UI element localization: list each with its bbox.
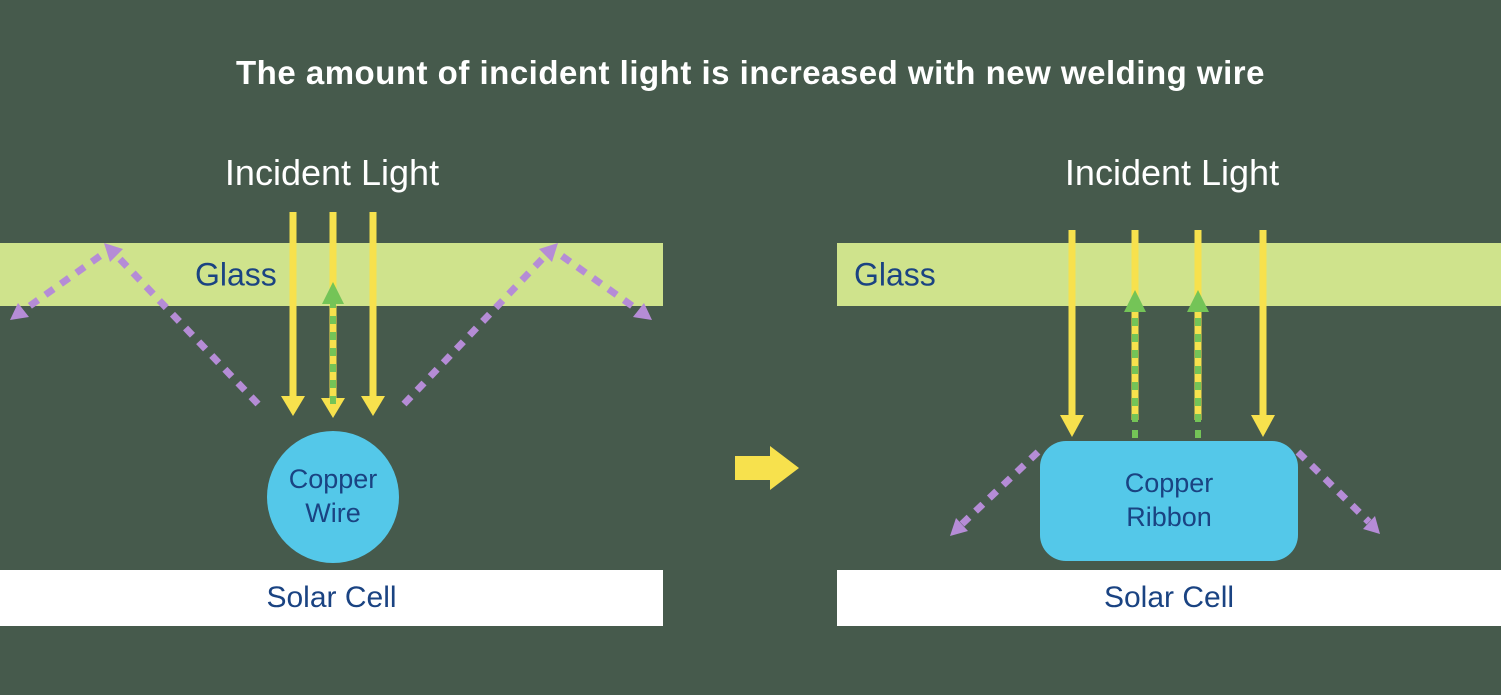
yellow-arrowhead-icon (321, 398, 345, 418)
solar-cell-label-left: Solar Cell (266, 581, 397, 614)
yellow-arrowhead-icon (1060, 415, 1084, 437)
copper-wire-label-line2: Wire (305, 498, 361, 528)
copper-ribbon-shape: Copper Ribbon (1040, 441, 1298, 561)
purple-arrowhead-icon (950, 518, 968, 536)
solar-cell-label-right: Solar Cell (1103, 581, 1235, 614)
diagram-title: The amount of incident light is increase… (236, 54, 1265, 91)
yellow-arrowhead-icon (281, 396, 305, 416)
copper-wire-label-line1: Copper (288, 464, 378, 495)
transition-arrow (735, 446, 799, 490)
right-arrow-icon (735, 446, 799, 490)
glass-layer-left: Glass (0, 243, 663, 306)
yellow-arrowhead-icon (361, 396, 385, 416)
copper-wire-shape: Copper Wire (267, 431, 399, 563)
copper-ribbon-label-line2: Ribbon (1126, 502, 1212, 532)
solar-cell-right: Solar Cell (837, 570, 1501, 626)
incident-light-label-right: Incident Light (1064, 152, 1280, 193)
solar-cell-left: Solar Cell (0, 570, 663, 626)
glass-layer-right: Glass (837, 243, 1501, 306)
yellow-arrowhead-icon (1251, 415, 1275, 437)
copper-ribbon-label-line1: Copper (1124, 468, 1214, 499)
reflected-light-arrows-right (1124, 290, 1209, 438)
glass-label-right: Glass (854, 256, 936, 292)
glass-label-left: Glass (195, 256, 277, 292)
purple-arrowhead-icon (1363, 516, 1380, 534)
incident-light-label-left: Incident Light (224, 152, 440, 193)
